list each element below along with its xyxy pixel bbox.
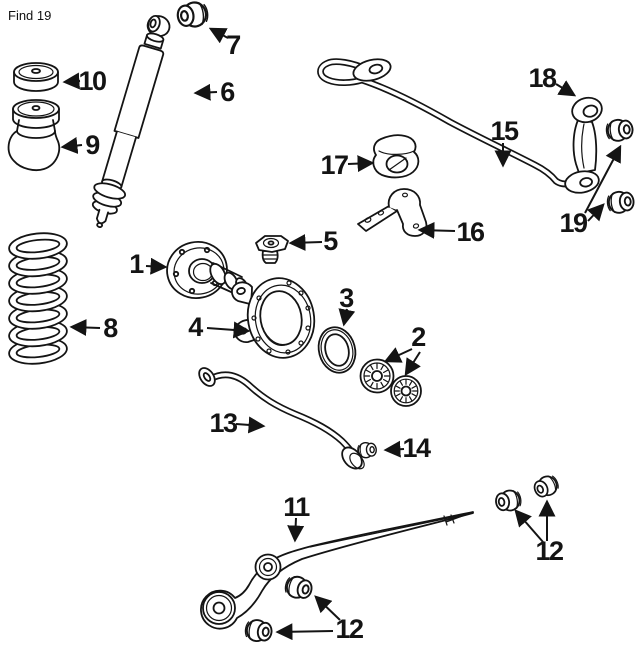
grease-seal-drawing[interactable]	[314, 323, 361, 377]
callout-18-label[interactable]: 18	[528, 63, 558, 93]
callout-2-arrow-a	[383, 347, 413, 363]
callout-19-label[interactable]: 19	[559, 208, 589, 238]
callout-12-right-arrow-a	[514, 509, 544, 543]
callout-10[interactable]: 10	[62, 66, 107, 96]
callout-2[interactable]: 2	[383, 322, 427, 377]
callout-5[interactable]: 5	[288, 226, 340, 256]
callout-6[interactable]: 6	[193, 77, 237, 107]
callout-4-label[interactable]: 4	[188, 312, 205, 342]
strut-rod-drawing[interactable]	[196, 365, 367, 472]
find-instruction: Find 19	[8, 8, 52, 23]
callout-14[interactable]: 14	[383, 433, 432, 463]
callout-12-right[interactable]: 12	[514, 499, 564, 566]
callout-18[interactable]: 18	[528, 63, 577, 97]
callout-15-label[interactable]: 15	[490, 116, 520, 146]
callout-16[interactable]: 16	[417, 217, 486, 247]
callout-12-left-arrow-b	[275, 623, 334, 641]
callout-19[interactable]: 19	[559, 144, 622, 238]
stabilizer-bar-bracket-drawing[interactable]	[357, 188, 428, 237]
callout-11-arrow	[287, 517, 305, 543]
callout-10-arrow	[62, 72, 81, 90]
callout-17-label[interactable]: 17	[320, 150, 349, 180]
stabilizer-link-drawing[interactable]	[569, 95, 604, 174]
lower-control-arm-drawing[interactable]	[200, 511, 474, 630]
callout-6-label[interactable]: 6	[220, 77, 237, 107]
coil-spring-drawing[interactable]	[8, 231, 68, 367]
callout-8-arrow	[69, 319, 101, 337]
callout-1-label[interactable]: 1	[129, 249, 146, 279]
callout-17-arrow	[347, 155, 375, 173]
bump-stop-drawing[interactable]	[7, 99, 61, 172]
callout-5-label[interactable]: 5	[323, 226, 340, 256]
callout-19-arrow-a	[584, 144, 622, 214]
callout-11[interactable]: 11	[283, 492, 312, 543]
callout-3-label[interactable]: 3	[339, 283, 356, 313]
callout-9-arrow	[60, 137, 83, 154]
callout-1[interactable]: 1	[129, 249, 168, 279]
callout-19-arrow-b	[586, 203, 605, 222]
callout-4[interactable]: 4	[188, 312, 251, 342]
steering-knuckle-drawing[interactable]	[231, 273, 321, 363]
stabilizer-bar-drawing[interactable]	[317, 56, 601, 196]
callout-11-label[interactable]: 11	[283, 492, 312, 522]
callout-12-left-arrow-a	[314, 595, 341, 621]
bump-stop-washer-drawing[interactable]	[13, 62, 59, 92]
callout-14-arrow	[383, 440, 405, 458]
shock-absorber-drawing[interactable]	[84, 12, 177, 232]
callout-7-label[interactable]: 7	[226, 30, 242, 60]
shock-bushing-drawing[interactable]	[175, 0, 211, 30]
callout-9-label[interactable]: 9	[85, 130, 102, 160]
callout-3[interactable]: 3	[338, 283, 356, 327]
callout-12-right-label[interactable]: 12	[535, 536, 564, 566]
callout-7-arrow	[208, 27, 229, 44]
callout-10-label[interactable]: 10	[78, 66, 107, 96]
callout-14-label[interactable]: 14	[402, 433, 432, 463]
callout-1-arrow	[145, 257, 168, 275]
callout-17[interactable]: 17	[320, 150, 375, 180]
callout-9[interactable]: 9	[60, 130, 102, 160]
callout-4-arrow	[206, 321, 251, 339]
callout-2-arrow-b	[404, 351, 421, 377]
callout-5-arrow	[288, 234, 323, 252]
callout-13-label[interactable]: 13	[209, 408, 239, 438]
callout-16-arrow	[417, 221, 456, 239]
spring-seat-drawing[interactable]	[255, 235, 289, 264]
callout-15[interactable]: 15	[490, 116, 520, 168]
callout-3-arrow	[338, 308, 356, 327]
callout-16-label[interactable]: 16	[456, 217, 486, 247]
callout-12-left[interactable]: 12	[275, 595, 364, 644]
wheel-bearings-drawing[interactable]	[359, 358, 422, 407]
callout-13-arrow	[235, 416, 266, 434]
callout-13[interactable]: 13	[209, 408, 266, 438]
callout-2-label[interactable]: 2	[411, 322, 427, 352]
callout-8[interactable]: 8	[69, 313, 120, 343]
callout-8-label[interactable]: 8	[103, 313, 120, 343]
callout-7[interactable]: 7	[208, 27, 242, 60]
stabilizer-bar-bushing-drawing[interactable]	[372, 134, 420, 179]
callout-18-arrow	[555, 80, 577, 97]
control-arm-bushings-right-drawing[interactable]	[493, 471, 562, 514]
callout-12-left-label[interactable]: 12	[335, 614, 364, 644]
callout-6-arrow	[193, 83, 218, 101]
